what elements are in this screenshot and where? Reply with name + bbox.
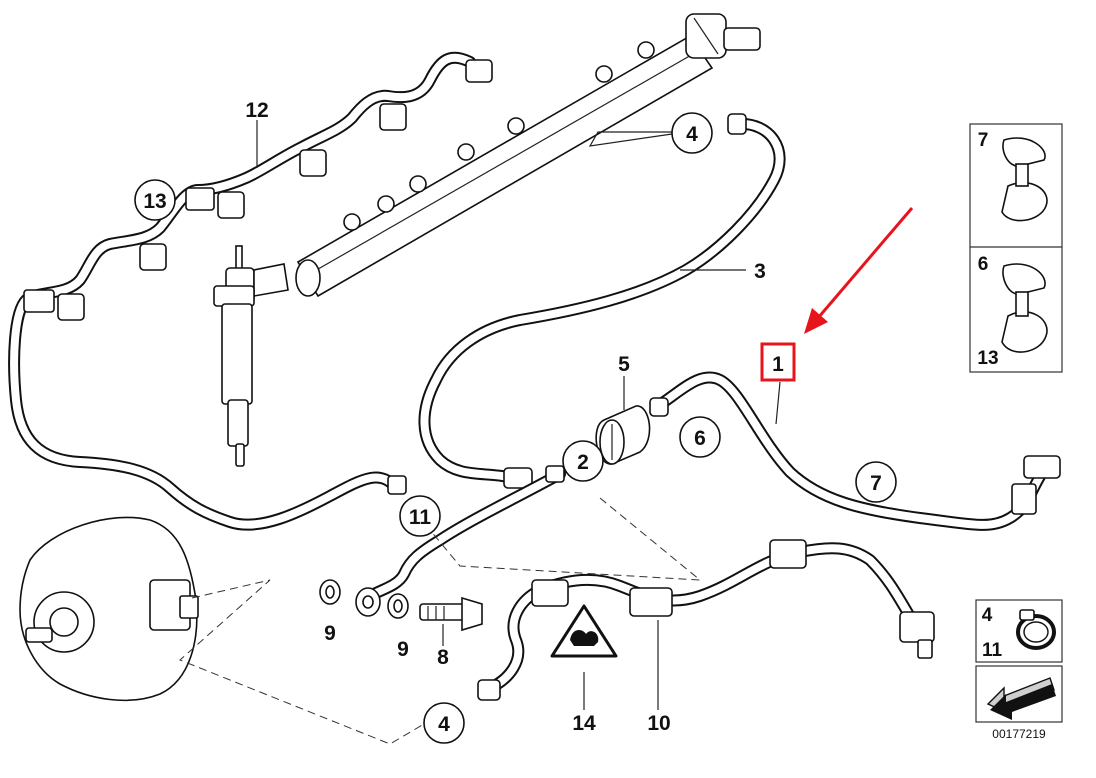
damper-5[interactable] (595, 405, 651, 465)
clamp-inset-box (975, 599, 1063, 663)
navigation-box[interactable] (975, 665, 1063, 723)
inset-label-7: 7 (978, 130, 989, 151)
washer-9a[interactable] (319, 579, 341, 605)
callout-1[interactable]: 1 (772, 353, 784, 376)
callout-11[interactable]: 11 (409, 506, 432, 529)
callout-2[interactable]: 2 (577, 451, 589, 474)
fuel-hose-1[interactable] (649, 371, 1061, 531)
callout-leaders (256, 120, 781, 710)
clip-6-13-icon (1001, 263, 1048, 353)
leader-lines (179, 497, 702, 745)
inset-label-6: 6 (978, 254, 989, 275)
callout-12[interactable]: 12 (245, 99, 268, 122)
clip-inset-box (969, 123, 1063, 373)
feed-hose-10[interactable] (477, 539, 935, 701)
highlight-arrow-icon (804, 207, 914, 334)
return-hose[interactable] (418, 113, 786, 489)
banjo-fitting[interactable] (355, 587, 381, 617)
banjo-bolt-8[interactable] (419, 596, 483, 632)
inset-label-11: 11 (982, 640, 1003, 661)
callout-9-right[interactable]: 9 (397, 638, 409, 661)
hose-clamp-icon (1016, 609, 1056, 650)
callout-6[interactable]: 6 (694, 427, 706, 450)
inset-label-13: 13 (977, 348, 998, 369)
callout-1-highlight (760, 342, 796, 382)
callout-5[interactable]: 5 (618, 353, 630, 376)
callout-4-bottom[interactable]: 4 (438, 713, 450, 736)
washer-9b[interactable] (387, 593, 409, 619)
callout-10[interactable]: 10 (647, 712, 670, 735)
callout-9-left[interactable]: 9 (324, 622, 336, 645)
callout-8[interactable]: 8 (437, 646, 449, 669)
high-pressure-pump[interactable] (19, 516, 199, 702)
fuel-rail[interactable] (295, 13, 761, 298)
inset-label-4: 4 (982, 605, 993, 626)
warning-triangle-icon (550, 604, 618, 658)
leak-off-line[interactable] (8, 51, 493, 531)
navigation-arrow-icon (986, 677, 1056, 720)
leader-4-rail (588, 131, 673, 147)
callout-circles (134, 112, 897, 744)
clip-7-icon (1001, 137, 1048, 222)
callout-3[interactable]: 3 (754, 260, 766, 283)
callout-4-top[interactable]: 4 (686, 123, 698, 146)
diagram-code: 00177219 (992, 727, 1046, 741)
injector[interactable] (213, 245, 289, 467)
feed-pipe[interactable] (364, 465, 566, 602)
callout-14[interactable]: 14 (572, 712, 596, 735)
callout-7[interactable]: 7 (870, 472, 882, 495)
callout-13[interactable]: 13 (143, 190, 166, 213)
